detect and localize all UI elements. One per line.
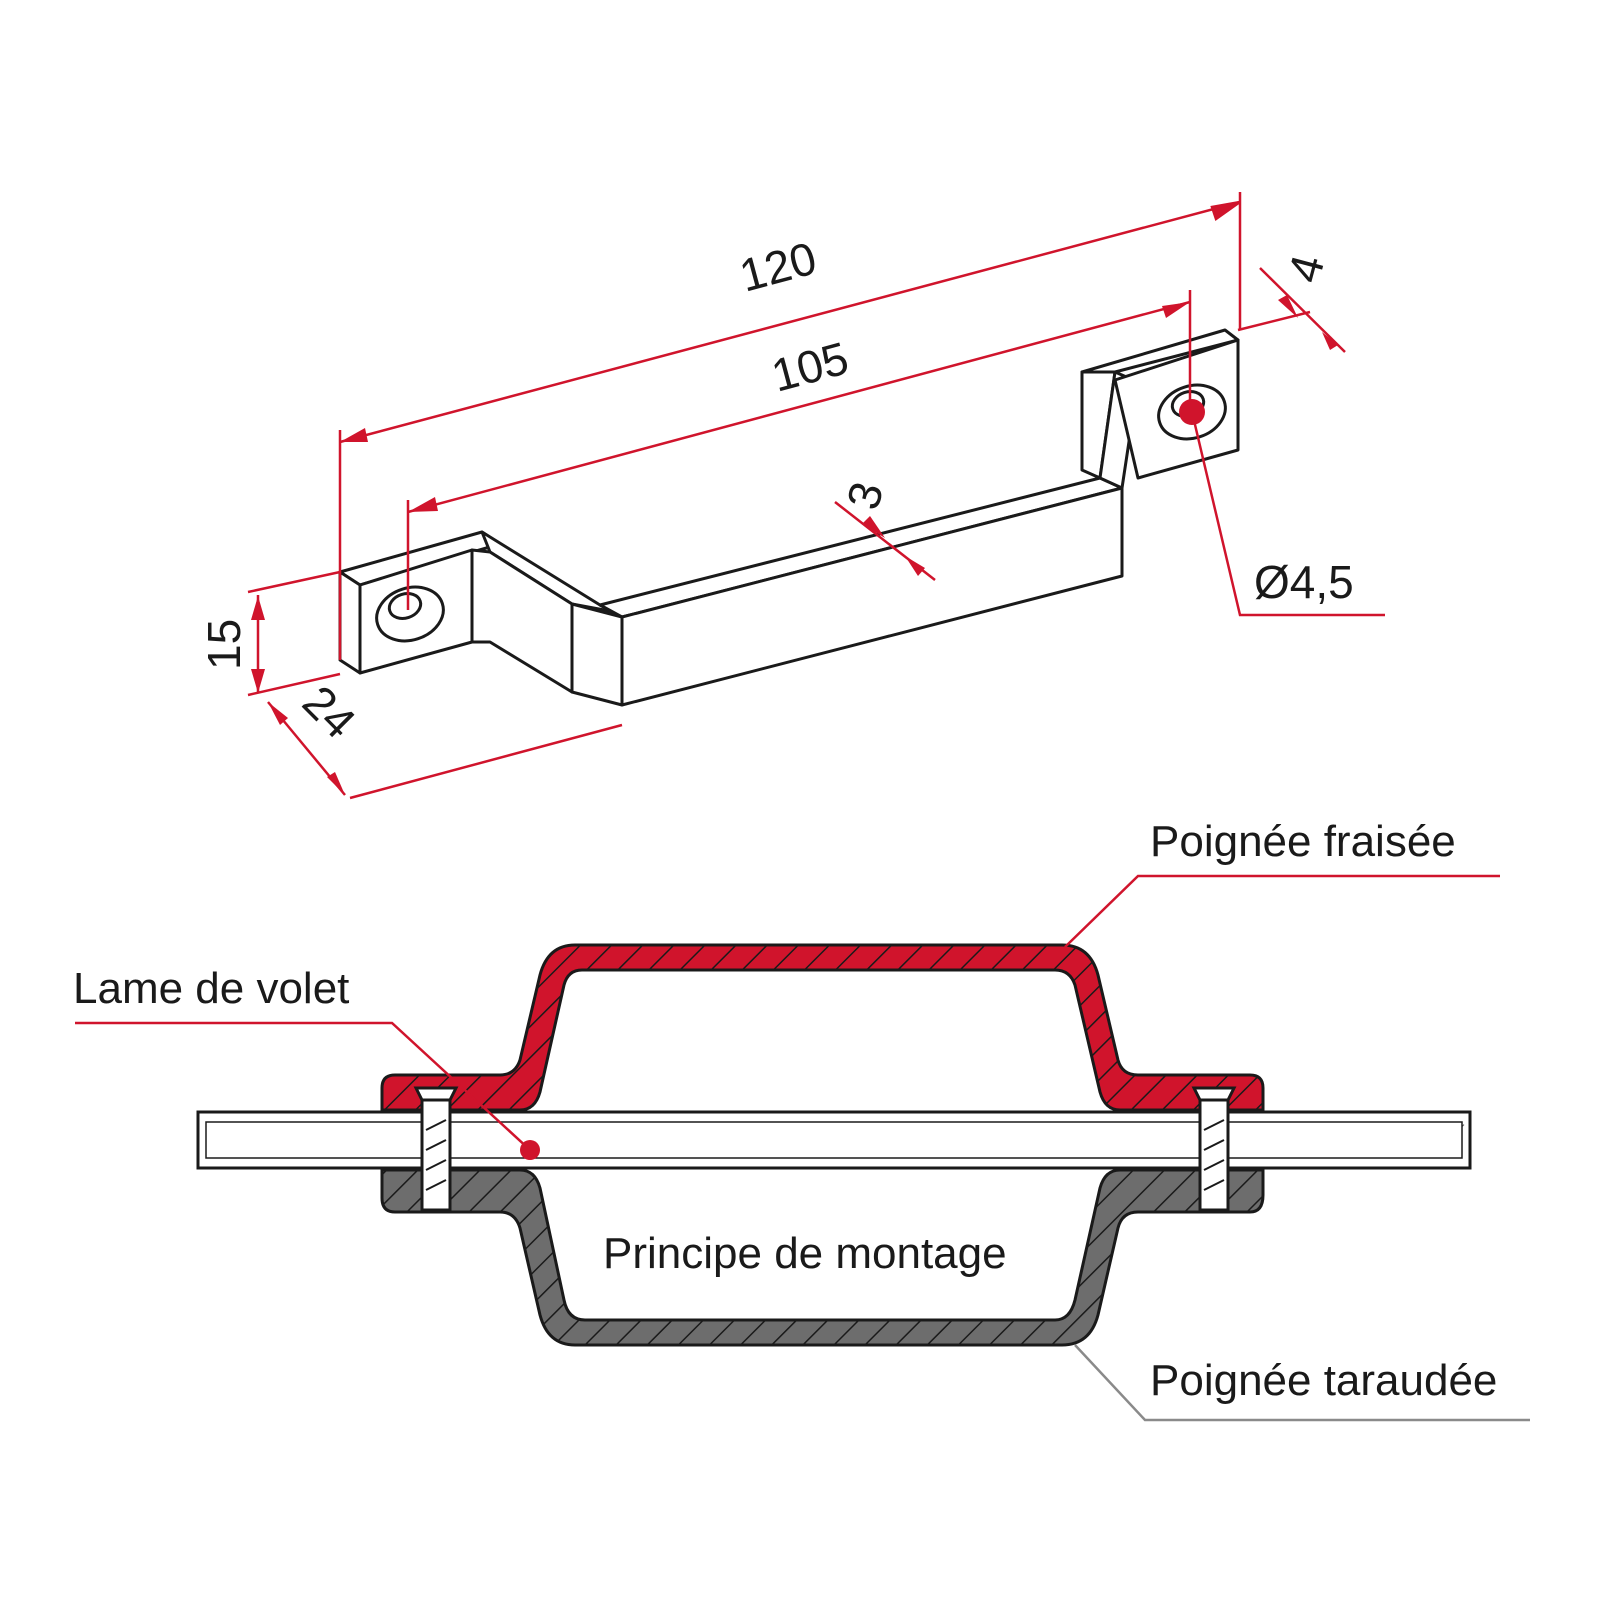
slat-callout-dot — [520, 1140, 540, 1160]
threaded-handle-section — [380, 1168, 1265, 1347]
label-mounting-principle: Principe de montage — [603, 1229, 1007, 1278]
right-screw — [1191, 1086, 1237, 1212]
handle-isometric-view — [338, 328, 1240, 707]
dimension-lines — [247, 192, 1385, 800]
hole-callout-dot — [1179, 399, 1205, 425]
milled-handle-section — [380, 943, 1265, 1112]
mounting-section — [196, 943, 1472, 1347]
label-milled-handle: Poignée fraisée — [1150, 817, 1456, 866]
dim-edge-offset: 4 — [1277, 249, 1334, 287]
dim-hole-diameter: Ø4,5 — [1254, 556, 1354, 608]
label-leaders — [75, 874, 1530, 1422]
dim-width: 24 — [293, 675, 366, 748]
dim-hole-spacing: 105 — [766, 332, 854, 402]
dim-overall-length: 120 — [734, 232, 822, 302]
label-threaded-handle: Poignée taraudée — [1150, 1356, 1497, 1405]
label-shutter-slat: Lame de volet — [73, 964, 349, 1013]
dim-height: 15 — [198, 619, 250, 670]
left-screw — [413, 1086, 459, 1212]
